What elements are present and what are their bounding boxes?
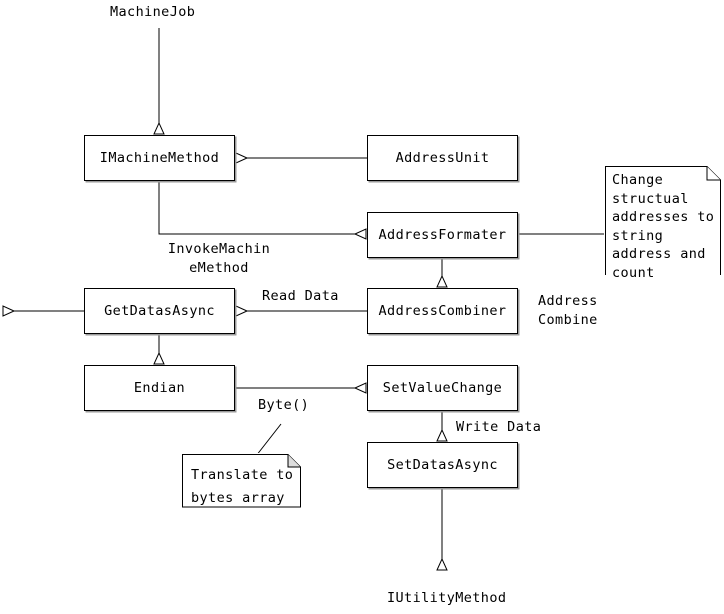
label-machine-job: MachineJob (110, 4, 196, 20)
node-label: SetValueChange (382, 380, 503, 396)
label-byte-array: Byte() (258, 397, 310, 413)
node-label: GetDatasAsync (104, 303, 215, 319)
node-setdatasasync[interactable]: SetDatasAsync (367, 442, 518, 488)
node-addressformater[interactable]: AddressFormater (367, 212, 518, 258)
label-read-data: Read Data (262, 288, 339, 304)
node-addressunit[interactable]: AddressUnit (367, 135, 518, 181)
node-label: AddressFormater (378, 227, 507, 243)
edge-imachinemethod-to-addressformater (158, 181, 366, 234)
note-text: Translate to bytes array (191, 467, 294, 506)
node-label: Endian (133, 380, 186, 396)
label-address-combine: Address Combine (538, 293, 598, 328)
note-change-addresses: Change structual addresses to string add… (604, 165, 722, 281)
note-shape (182, 454, 301, 508)
label-invoke-machine-method: InvokeMachin eMethod (167, 241, 271, 276)
note-translate-bytes: Translate to bytes array (181, 453, 302, 508)
node-label: IMachineMethod (99, 150, 220, 166)
node-endian[interactable]: Endian (84, 365, 235, 411)
node-getdatasasync[interactable]: GetDatasAsync (84, 288, 235, 334)
node-label: AddressCombiner (378, 303, 507, 319)
note-shape (605, 166, 721, 275)
node-addresscombiner[interactable]: AddressCombiner (367, 288, 518, 334)
label-write-data: Write Data (456, 419, 542, 435)
label-iutility-method: IUtilityMethod (387, 590, 507, 606)
node-label: AddressUnit (395, 150, 490, 166)
note-anchor-translate-bytes (255, 423, 282, 457)
node-label: SetDatasAsync (387, 457, 498, 473)
note-text: Change structual addresses to string add… (612, 172, 715, 281)
node-imachinemethod[interactable]: IMachineMethod (84, 135, 235, 181)
node-setvaluechange[interactable]: SetValueChange (367, 365, 518, 411)
